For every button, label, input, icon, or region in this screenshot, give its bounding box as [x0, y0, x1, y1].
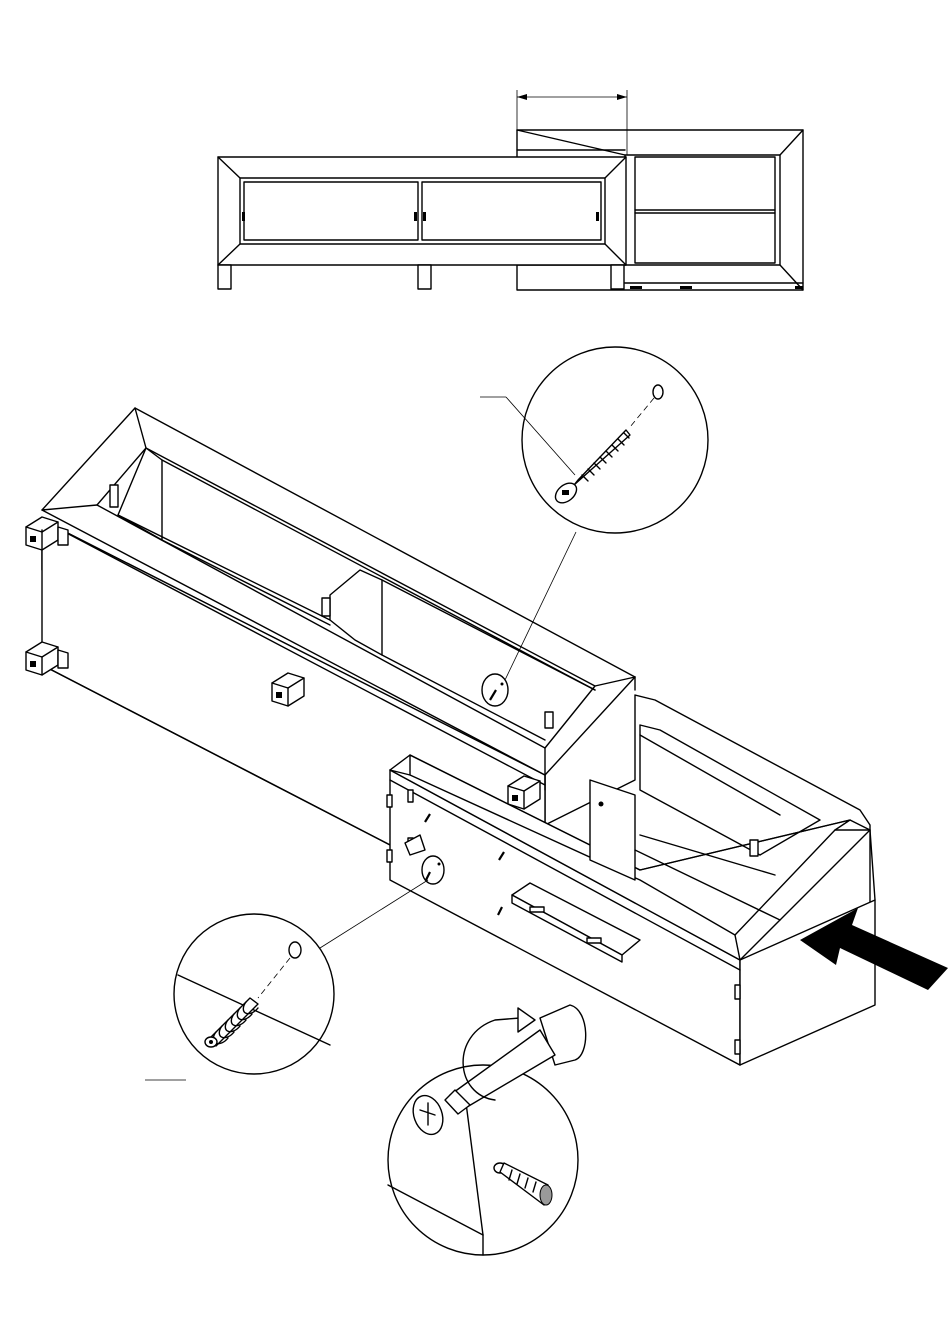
- front-view-assembled: [218, 90, 803, 290]
- dimension-line: [517, 90, 627, 155]
- phillips-screwdriver-icon: [408, 1005, 586, 1205]
- detail-circle-dowel: [145, 880, 428, 1080]
- detail-circle-screwdriver: [388, 1005, 586, 1255]
- wood-screw-icon: [552, 385, 663, 507]
- front-view-left-cabinet: [218, 157, 626, 289]
